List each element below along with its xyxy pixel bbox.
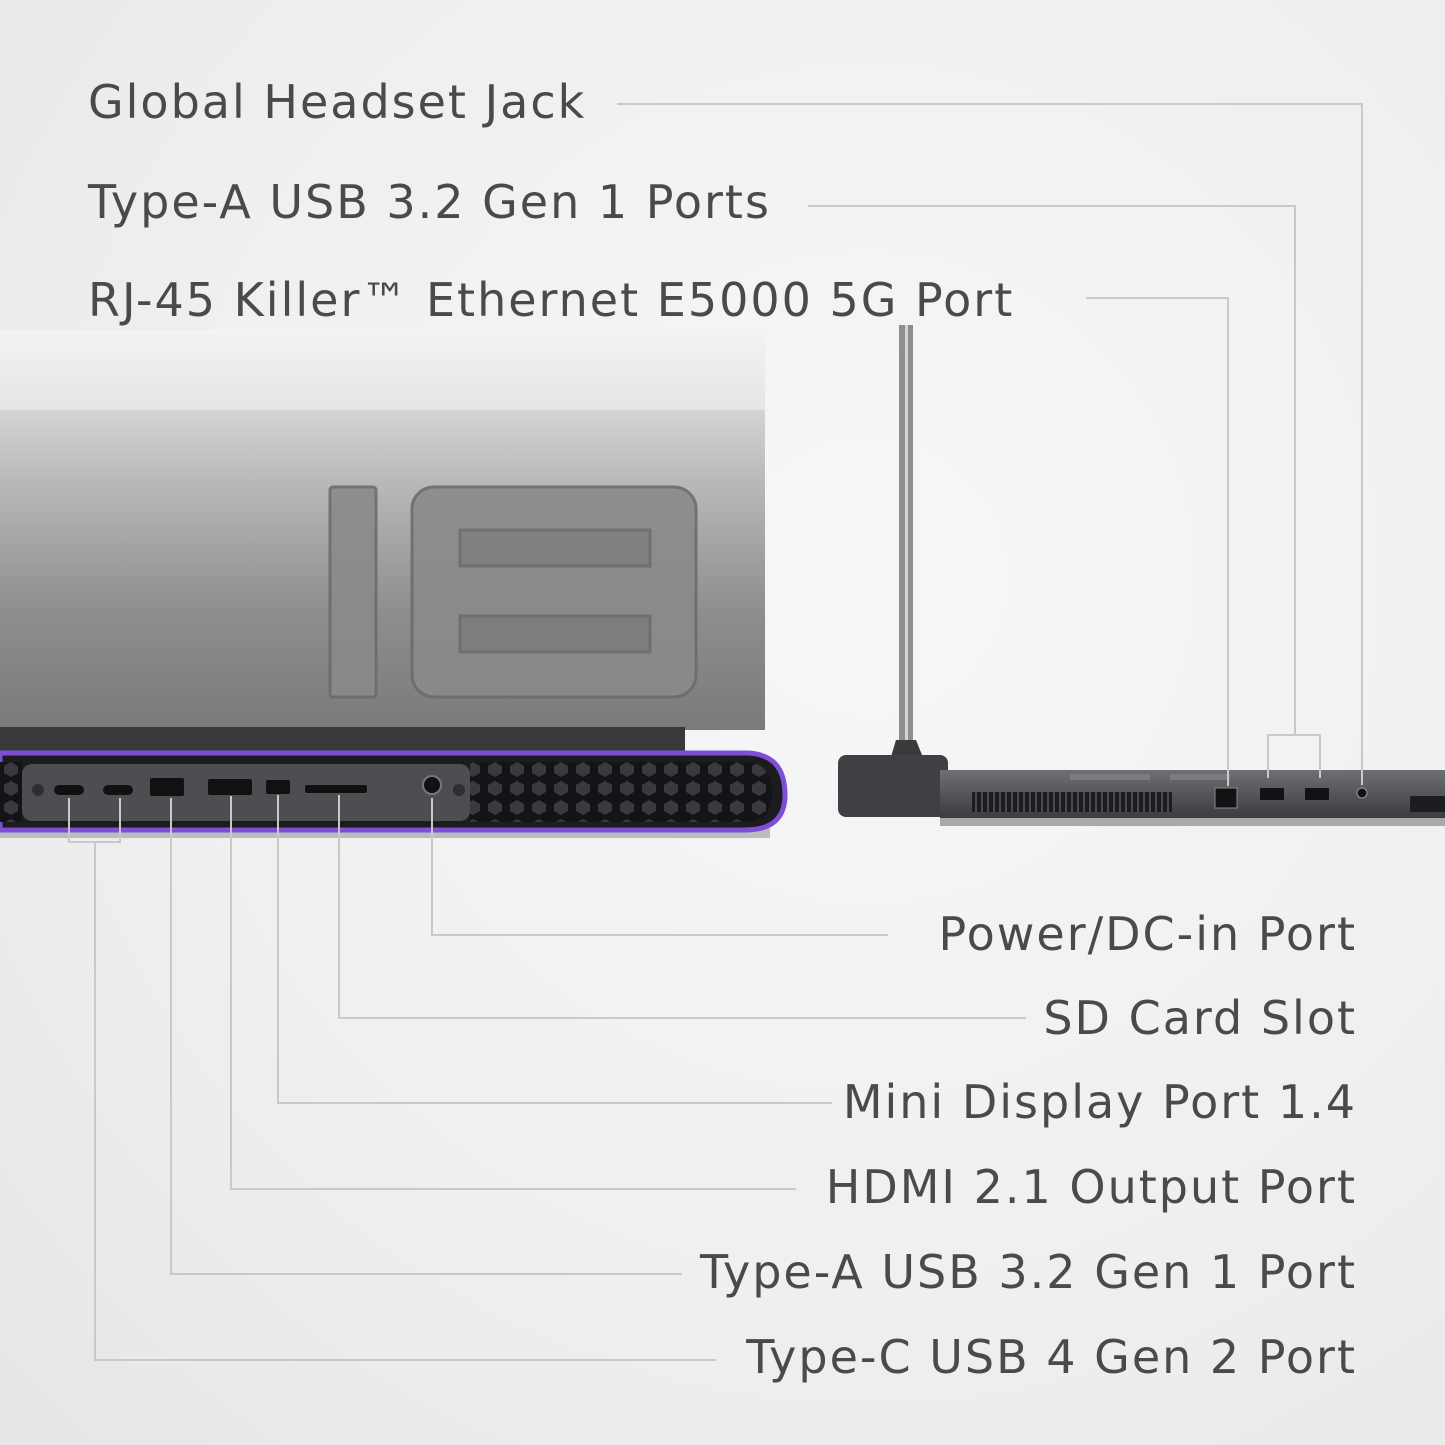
hdmi-port bbox=[208, 779, 252, 795]
side-usb-a-port-1 bbox=[1260, 788, 1284, 800]
model-number-emboss bbox=[328, 485, 698, 699]
leader-mini-displayport bbox=[277, 795, 832, 1104]
leader-type-c-usb4 bbox=[94, 842, 716, 1361]
leader-sd-card-slot bbox=[338, 795, 1026, 1019]
mini-displayport bbox=[266, 780, 290, 794]
callout-sd-card-slot: SD Card Slot bbox=[1043, 991, 1357, 1045]
laptop-rear-chassis bbox=[0, 727, 788, 838]
callout-type-a-usb-port: Type-A USB 3.2 Gen 1 Port bbox=[700, 1245, 1357, 1299]
headset-jack bbox=[1356, 787, 1368, 799]
callout-mini-display-port: Mini Display Port 1.4 bbox=[842, 1075, 1357, 1129]
sd-card-slot bbox=[305, 785, 367, 793]
callout-power-dc-in-port: Power/DC-in Port bbox=[938, 907, 1357, 961]
leader-type-a-usb-ports bbox=[808, 205, 1296, 735]
usb-a-port bbox=[150, 778, 184, 796]
leader-power-dc-in bbox=[431, 798, 888, 936]
laptop-lid-rear bbox=[0, 330, 765, 730]
leader-global-headset-jack bbox=[617, 103, 1363, 785]
leader-hdmi bbox=[230, 796, 796, 1190]
usb-c-port-1 bbox=[54, 785, 84, 795]
ethernet-port bbox=[1214, 787, 1238, 809]
leader-rj45-ethernet bbox=[1086, 297, 1229, 786]
side-usb-a-port-2 bbox=[1305, 788, 1329, 800]
leader-type-a-usb-port bbox=[170, 798, 682, 1275]
callout-type-c-usb4-port: Type-C USB 4 Gen 2 Port bbox=[746, 1330, 1357, 1384]
callout-global-headset-jack: Global Headset Jack bbox=[88, 75, 587, 129]
leader-lines bbox=[68, 103, 1363, 1361]
usb-c-port-2 bbox=[103, 785, 133, 795]
dc-in-port bbox=[422, 775, 442, 795]
callout-rj45-ethernet-port: RJ-45 Killer™ Ethernet E5000 5G Port bbox=[88, 273, 1015, 327]
callout-hdmi-output-port: HDMI 2.1 Output Port bbox=[825, 1160, 1357, 1214]
laptop-side-view bbox=[838, 325, 1445, 826]
callout-type-a-usb-ports: Type-A USB 3.2 Gen 1 Ports bbox=[88, 175, 771, 229]
